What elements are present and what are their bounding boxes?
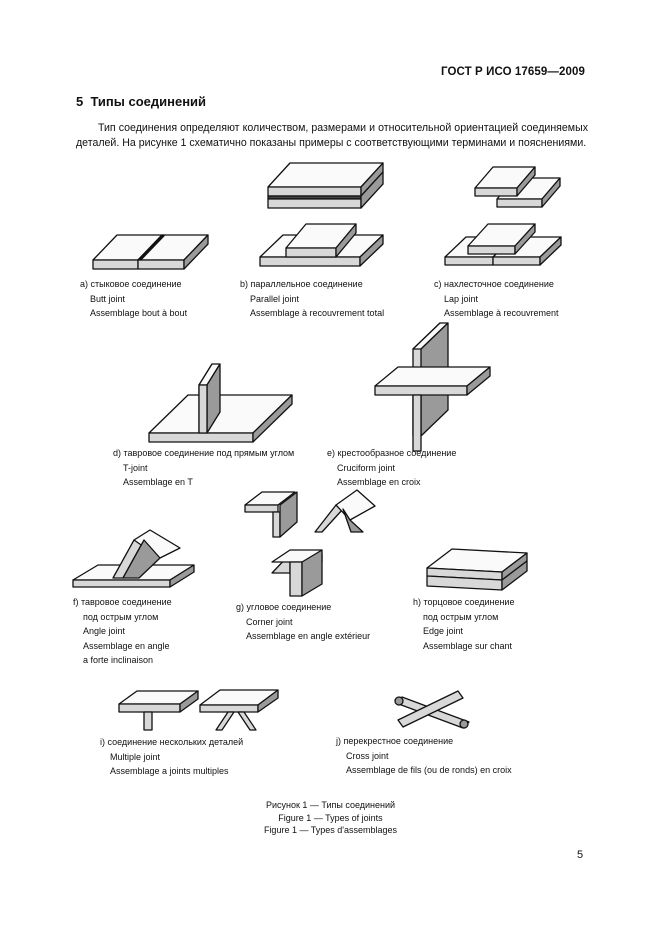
cruciform-joint-drawing xyxy=(374,322,491,452)
caption-angle-joint: f) тавровое соединение под острым углом … xyxy=(73,595,172,668)
caption-ru: g) угловое соединение xyxy=(236,602,332,612)
caption-fr: Assemblage en croix xyxy=(337,477,421,487)
caption-fr: Assemblage en T xyxy=(123,477,193,487)
caption-fr: Assemblage a joints multiples xyxy=(110,766,229,776)
figure-caption-en: Figure 1 — Types of joints xyxy=(278,812,383,823)
angle-joint-drawing xyxy=(72,529,195,588)
caption-ru-line2: под острым углом xyxy=(423,611,499,622)
t-joint-drawing xyxy=(148,363,293,443)
caption-fr: Assemblage bout à bout xyxy=(90,308,188,318)
caption-en: Angle joint xyxy=(83,626,126,636)
caption-edge-joint: h) торцовое соединение под острым углом … xyxy=(413,595,514,653)
caption-fr: Assemblage sur chant xyxy=(423,640,513,651)
caption-en: Butt joint xyxy=(90,293,126,304)
caption-fr: Assemblage de fils (ou de ronds) en croi… xyxy=(346,765,512,775)
figure-caption-ru: Рисунок 1 — Типы соединений xyxy=(265,800,396,810)
caption-ru: i) соединение нескольких деталей xyxy=(100,737,244,747)
caption-en: Cruciform joint xyxy=(337,462,396,473)
figure-caption-fr: Figure 1 — Types d'assemblages xyxy=(263,825,398,835)
section-title: Типы соединений xyxy=(90,94,207,109)
section-number: 5 xyxy=(76,94,84,109)
cross-joint-drawing xyxy=(394,690,470,729)
caption-ru: j) перекрестное соединение xyxy=(336,736,454,746)
intro-text: Тип соединения определяют количеством, р… xyxy=(76,122,588,149)
caption-ru: e) крестообразное соединение xyxy=(327,448,457,458)
caption-butt-joint: a) стыковое соединение Butt joint Assemb… xyxy=(80,277,187,321)
edge-joint-drawing xyxy=(426,548,528,591)
caption-ru: c) нахлесточное соединение xyxy=(434,279,554,289)
caption-parallel-joint: b) параллельное соединение Parallel join… xyxy=(240,277,384,321)
caption-fr: Assemblage en angle extérieur xyxy=(246,631,371,641)
figure-caption: Рисунок 1 — Типы соединений Figure 1 — T… xyxy=(0,799,661,837)
caption-ru: d) тавровое соединение под прямым углом xyxy=(113,448,295,458)
caption-cross-joint: j) перекрестное соединение Cross joint A… xyxy=(336,734,512,778)
document-header: ГОСТ Р ИСО 17659—2009 xyxy=(440,66,585,78)
lap-joint-offset-drawing xyxy=(444,223,562,266)
caption-en: Corner joint xyxy=(246,616,293,627)
multiple-joint-drawing xyxy=(118,689,279,731)
caption-lap-joint: c) нахлесточное соединение Lap joint Ass… xyxy=(434,277,559,321)
caption-en: Multiple joint xyxy=(110,751,161,762)
caption-fr-line2: a forte inclinaison xyxy=(83,655,154,665)
section-heading: 5 Типы соединений xyxy=(76,94,206,109)
caption-t-joint: d) тавровое соединение под прямым углом … xyxy=(113,446,294,490)
caption-fr: Assemblage à recouvrement xyxy=(444,308,559,318)
caption-fr: Assemblage à recouvrement total xyxy=(250,308,385,318)
caption-en: Parallel joint xyxy=(250,293,300,304)
caption-cruciform-joint: e) крестообразное соединение Cruciform j… xyxy=(327,446,456,490)
caption-ru: a) стыковое соединение xyxy=(80,279,182,289)
caption-en: Lap joint xyxy=(444,293,479,304)
intro-paragraph: Тип соединения определяют количеством, р… xyxy=(76,121,588,151)
caption-multiple-joint: i) соединение нескольких деталей Multipl… xyxy=(100,735,243,779)
caption-ru: h) торцовое соединение xyxy=(413,597,515,607)
caption-en: Edge joint xyxy=(423,626,464,636)
caption-fr: Assemblage en angle xyxy=(83,640,170,651)
caption-en: T-joint xyxy=(123,462,148,473)
caption-ru: f) тавровое соединение xyxy=(73,597,172,607)
caption-ru-line2: под острым углом xyxy=(83,611,159,622)
parallel-joint-offset-drawing xyxy=(259,223,384,267)
caption-ru: b) параллельное соединение xyxy=(240,279,363,289)
caption-en: Cross joint xyxy=(346,750,389,761)
parallel-joint-drawing xyxy=(267,162,384,209)
caption-corner-joint: g) угловое соединение Corner joint Assem… xyxy=(236,600,370,644)
lap-joint-drawing xyxy=(474,166,561,208)
corner-joint-drawing xyxy=(244,489,376,597)
page-number: 5 xyxy=(577,849,584,861)
butt-joint-drawing xyxy=(92,234,209,270)
